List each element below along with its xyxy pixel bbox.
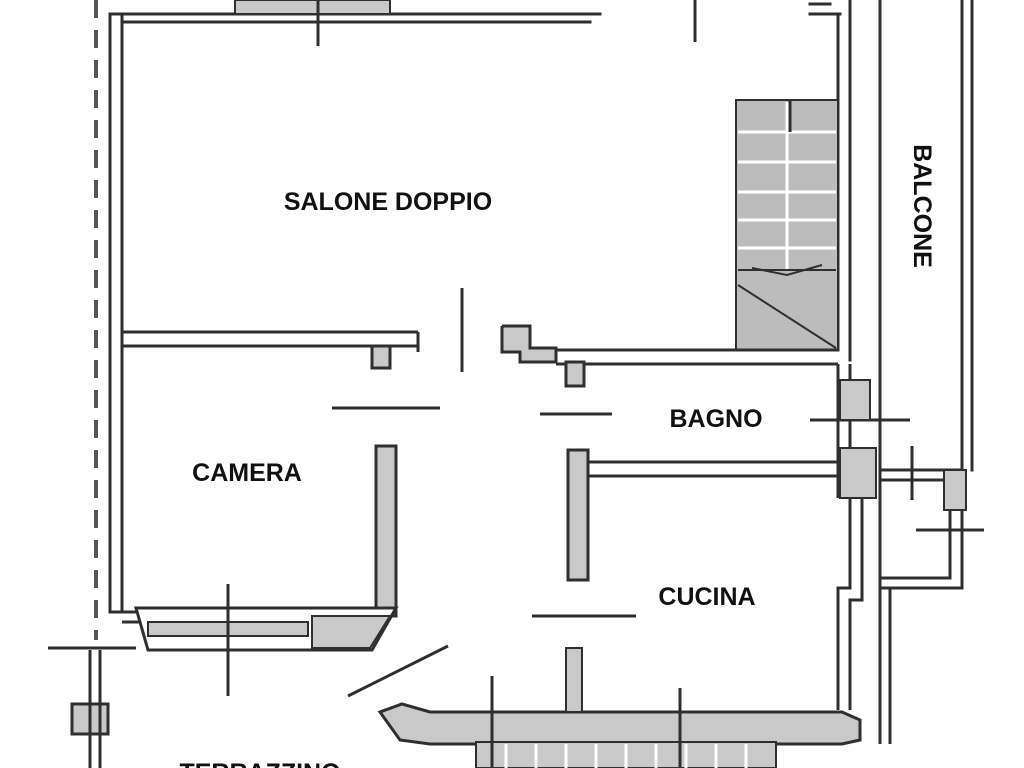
room-label-salone: SALONE DOPPIO	[284, 188, 492, 216]
outer-walls	[108, 0, 974, 614]
top-window	[234, 0, 697, 46]
room-label-terrazzino: TERRAZZINO	[179, 759, 340, 768]
camera-window	[48, 584, 399, 768]
pillars	[839, 379, 967, 511]
room-label-bagno: BAGNO	[669, 405, 762, 433]
room-label-cucina: CUCINA	[658, 583, 755, 611]
staircase	[735, 99, 839, 351]
bottom-wall	[377, 647, 862, 768]
room-label-balcone: BALCONE	[908, 144, 936, 268]
interior-walls	[110, 288, 984, 744]
room-label-camera: CAMERA	[192, 459, 302, 487]
